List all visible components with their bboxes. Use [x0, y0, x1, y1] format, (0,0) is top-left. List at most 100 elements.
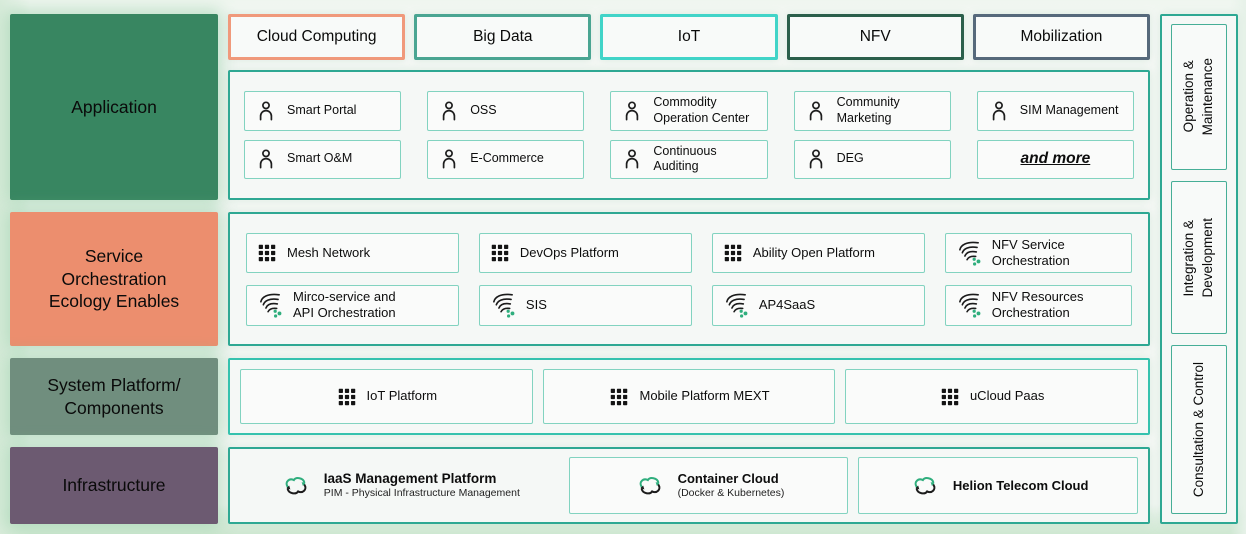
item-label: Ability Open Platform — [752, 244, 875, 260]
infrastructure-container: IaaS Management Platform PIM - Physical … — [228, 447, 1150, 524]
person-icon — [254, 147, 278, 171]
tab-label: NFV — [859, 28, 891, 45]
item-label: Mobile Platform MEXT — [639, 388, 770, 404]
item-label: OSS — [470, 103, 497, 118]
person-icon — [620, 147, 644, 171]
item-label: DevOps Platform — [519, 244, 619, 260]
item-label: SIM Management — [1019, 103, 1119, 118]
svc-item-ability-open-platform: Ability Open Platform — [711, 232, 925, 273]
app-item-continuous-auditing: Continuous Auditing — [610, 139, 768, 179]
item-label: Smart Portal — [287, 103, 357, 118]
app-item-smart-portal: Smart Portal — [244, 91, 402, 131]
item-label: Community Marketing — [836, 95, 900, 125]
tab-label: Mobilization — [1020, 28, 1103, 45]
app-item-deg: DEG — [793, 139, 951, 179]
tab-label: IoT — [677, 28, 701, 45]
svc-item-devops-platform: DevOps Platform — [478, 232, 692, 273]
vertical-label-text: Integration & Development — [1181, 217, 1215, 298]
grid-icon — [608, 386, 630, 408]
item-label: NFV Resources Orchestration — [991, 289, 1084, 321]
system-platform-container: IoT Platform Mobile Platform MEXT uCloud… — [228, 358, 1150, 435]
grid-icon — [336, 386, 358, 408]
stream-icon — [955, 291, 983, 319]
item-label: DEG — [836, 151, 864, 166]
tab-label: Big Data — [473, 28, 533, 45]
app-item-smart-oandm: Smart O&M — [244, 139, 402, 179]
item-label: Commodity Operation Center — [653, 95, 750, 125]
svc-item-ap4saas: AP4SaaS — [711, 285, 925, 326]
item-subtitle: PIM - Physical Infrastructure Management — [323, 487, 520, 500]
item-label: AP4SaaS — [758, 297, 816, 313]
cloud-sync-icon — [633, 473, 667, 499]
app-item-oss: OSS — [427, 91, 585, 131]
svc-item-microservice-api-orchestration: Mirco-service and API Orchestration — [246, 285, 459, 326]
layer-label-application: Application — [10, 14, 218, 200]
tab-label: Cloud Computing — [256, 28, 377, 45]
layer-label-infrastructure: Infrastructure — [10, 447, 218, 524]
stream-icon — [489, 291, 517, 319]
stream-icon — [955, 239, 983, 267]
vertical-label-consultation-control: Consultation & Control — [1171, 344, 1227, 515]
tab-big-data: Big Data — [414, 14, 592, 60]
layer-label-service-orchestration: Service Orchestration Ecology Enables — [10, 212, 218, 346]
app-item-community-marketing: Community Marketing — [793, 91, 951, 131]
svc-item-sis: SIS — [478, 285, 692, 326]
item-title: IaaS Management Platform — [323, 471, 497, 487]
layer-label-text: Service Orchestration Ecology Enables — [48, 245, 180, 312]
item-label: IoT Platform — [366, 388, 438, 404]
vertical-label-integration-development: Integration & Development — [1171, 180, 1227, 334]
sys-item-ucloud-paas: uCloud Paas — [845, 369, 1139, 424]
vertical-label-text: Consultation & Control — [1190, 361, 1206, 497]
item-label: Continuous Auditing — [653, 143, 717, 174]
person-icon — [620, 99, 644, 123]
item-label: Mirco-service and API Orchestration — [293, 289, 396, 321]
app-item-commodity-operation-center: Commodity Operation Center — [610, 91, 768, 131]
item-label: Mesh Network — [287, 244, 371, 260]
application-container: Smart Portal OSS Commodity Operation Cen… — [228, 70, 1150, 200]
item-label: SIS — [525, 297, 547, 313]
infra-item-helion-telecom-cloud: Helion Telecom Cloud — [858, 457, 1139, 514]
tab-cloud-computing: Cloud Computing — [228, 14, 406, 60]
infra-item-container-cloud: Container Cloud (Docker & Kubernetes) — [568, 457, 849, 514]
stream-icon — [256, 291, 284, 319]
svc-item-nfv-service-orchestration: NFV Service Orchestration — [944, 232, 1132, 273]
technology-tabs: Cloud Computing Big Data IoT NFV Mobiliz… — [228, 14, 1151, 60]
item-label: uCloud Paas — [969, 388, 1045, 404]
infra-item-iaas-management-platform: IaaS Management Platform PIM - Physical … — [240, 457, 559, 514]
app-item-e-commerce: E-Commerce — [427, 139, 585, 179]
item-label: and more — [1020, 150, 1091, 168]
item-subtitle: (Docker & Kubernetes) — [677, 487, 785, 499]
service-orchestration-container: Mesh Network DevOps Platform Ability Ope… — [228, 212, 1150, 346]
grid-icon — [722, 242, 744, 264]
tab-iot: IoT — [600, 14, 778, 60]
item-title: Helion Telecom Cloud — [952, 477, 1089, 493]
grid-icon — [939, 386, 961, 408]
vertical-label-operation-maintenance: Operation & Maintenance — [1171, 24, 1227, 170]
person-icon — [437, 99, 461, 123]
svc-item-nfv-resources-orchestration: NFV Resources Orchestration — [944, 285, 1132, 326]
stream-icon — [722, 291, 750, 319]
grid-icon — [256, 242, 278, 264]
person-icon — [437, 147, 461, 171]
layer-label-text: Infrastructure — [62, 475, 166, 496]
sys-item-mobile-platform-mext: Mobile Platform MEXT — [542, 369, 836, 424]
vertical-label-text: Operation & Maintenance — [1181, 58, 1215, 136]
person-icon — [804, 99, 828, 123]
item-label: NFV Service Orchestration — [991, 236, 1070, 268]
person-icon — [804, 147, 828, 171]
cloud-sync-icon — [908, 473, 942, 499]
app-item-and-more: and more — [976, 139, 1134, 179]
tab-nfv: NFV — [786, 14, 964, 60]
item-label: E-Commerce — [470, 151, 544, 166]
sys-item-iot-platform: IoT Platform — [240, 369, 533, 424]
layer-label-text: System Platform/ Components — [47, 374, 181, 418]
lifecycle-column: Operation & Maintenance Integration & De… — [1160, 14, 1238, 524]
layer-label-system-platform: System Platform/ Components — [10, 358, 218, 435]
cloud-sync-icon — [279, 473, 313, 499]
svc-item-mesh-network: Mesh Network — [246, 232, 459, 273]
person-icon — [254, 99, 278, 123]
person-icon — [987, 99, 1011, 123]
item-title: Container Cloud — [677, 471, 779, 487]
layer-label-text: Application — [71, 96, 157, 117]
